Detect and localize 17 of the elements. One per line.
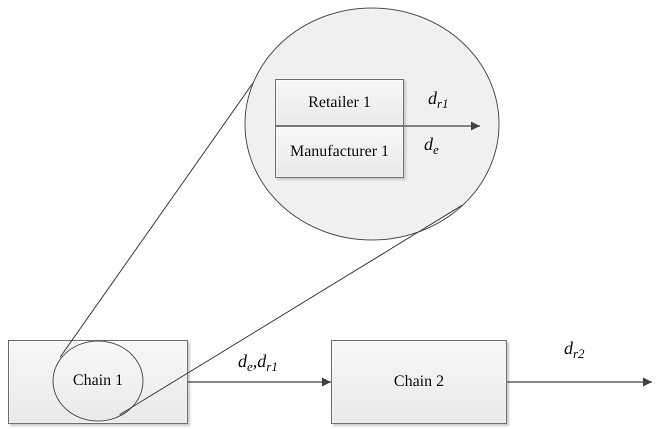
process-box	[275, 126, 404, 178]
zoom-line	[60, 82, 254, 358]
process-box	[275, 79, 404, 126]
zoom-line	[119, 204, 463, 416]
node-text: Manufacturer 1	[290, 143, 390, 161]
node-text: Chain 1	[72, 372, 124, 390]
edge-label: d$_{r1}$	[428, 88, 449, 113]
node-text: Retailer 1	[308, 94, 371, 112]
arrow	[404, 122, 480, 130]
edge-label: d$_{e}$,d$_{r1}$	[238, 351, 278, 376]
arrow	[188, 378, 331, 386]
edge-label: d$_{r2}$	[564, 338, 585, 363]
node-text: Chain 2	[394, 373, 444, 391]
arrow	[507, 378, 652, 386]
box-frame	[8, 340, 188, 424]
process-box	[331, 340, 507, 424]
variable-label: d$_{e}$	[424, 134, 439, 159]
